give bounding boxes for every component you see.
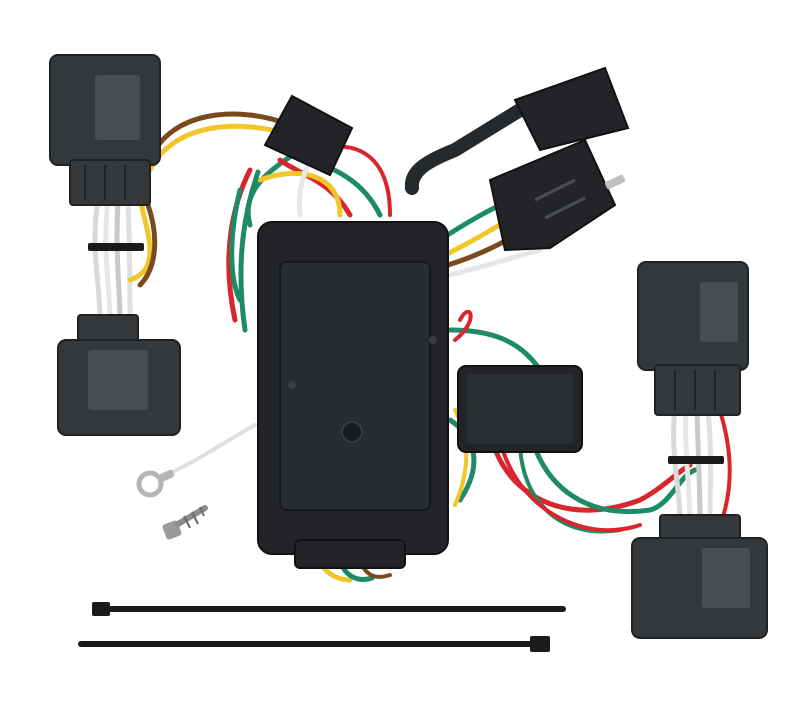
right-upper-connector-icon bbox=[637, 261, 749, 416]
zip-tie-icon bbox=[78, 636, 550, 652]
flat4-dust-cap-icon bbox=[404, 66, 630, 195]
converter-module-icon bbox=[257, 221, 449, 569]
harness-band-right bbox=[668, 456, 724, 464]
left-upper-connector-icon bbox=[49, 54, 161, 206]
self-tapping-screw-icon bbox=[162, 505, 208, 540]
left-lower-connector-icon bbox=[57, 314, 181, 436]
ground-ring-terminal-icon bbox=[136, 469, 175, 498]
flat4-plug-icon bbox=[488, 138, 626, 252]
side-small-module-icon bbox=[457, 365, 583, 453]
right-lower-connector-icon bbox=[631, 514, 768, 639]
top-small-module-icon bbox=[263, 94, 354, 177]
harness-band-left bbox=[88, 243, 144, 251]
zip-tie-icon bbox=[92, 602, 566, 616]
